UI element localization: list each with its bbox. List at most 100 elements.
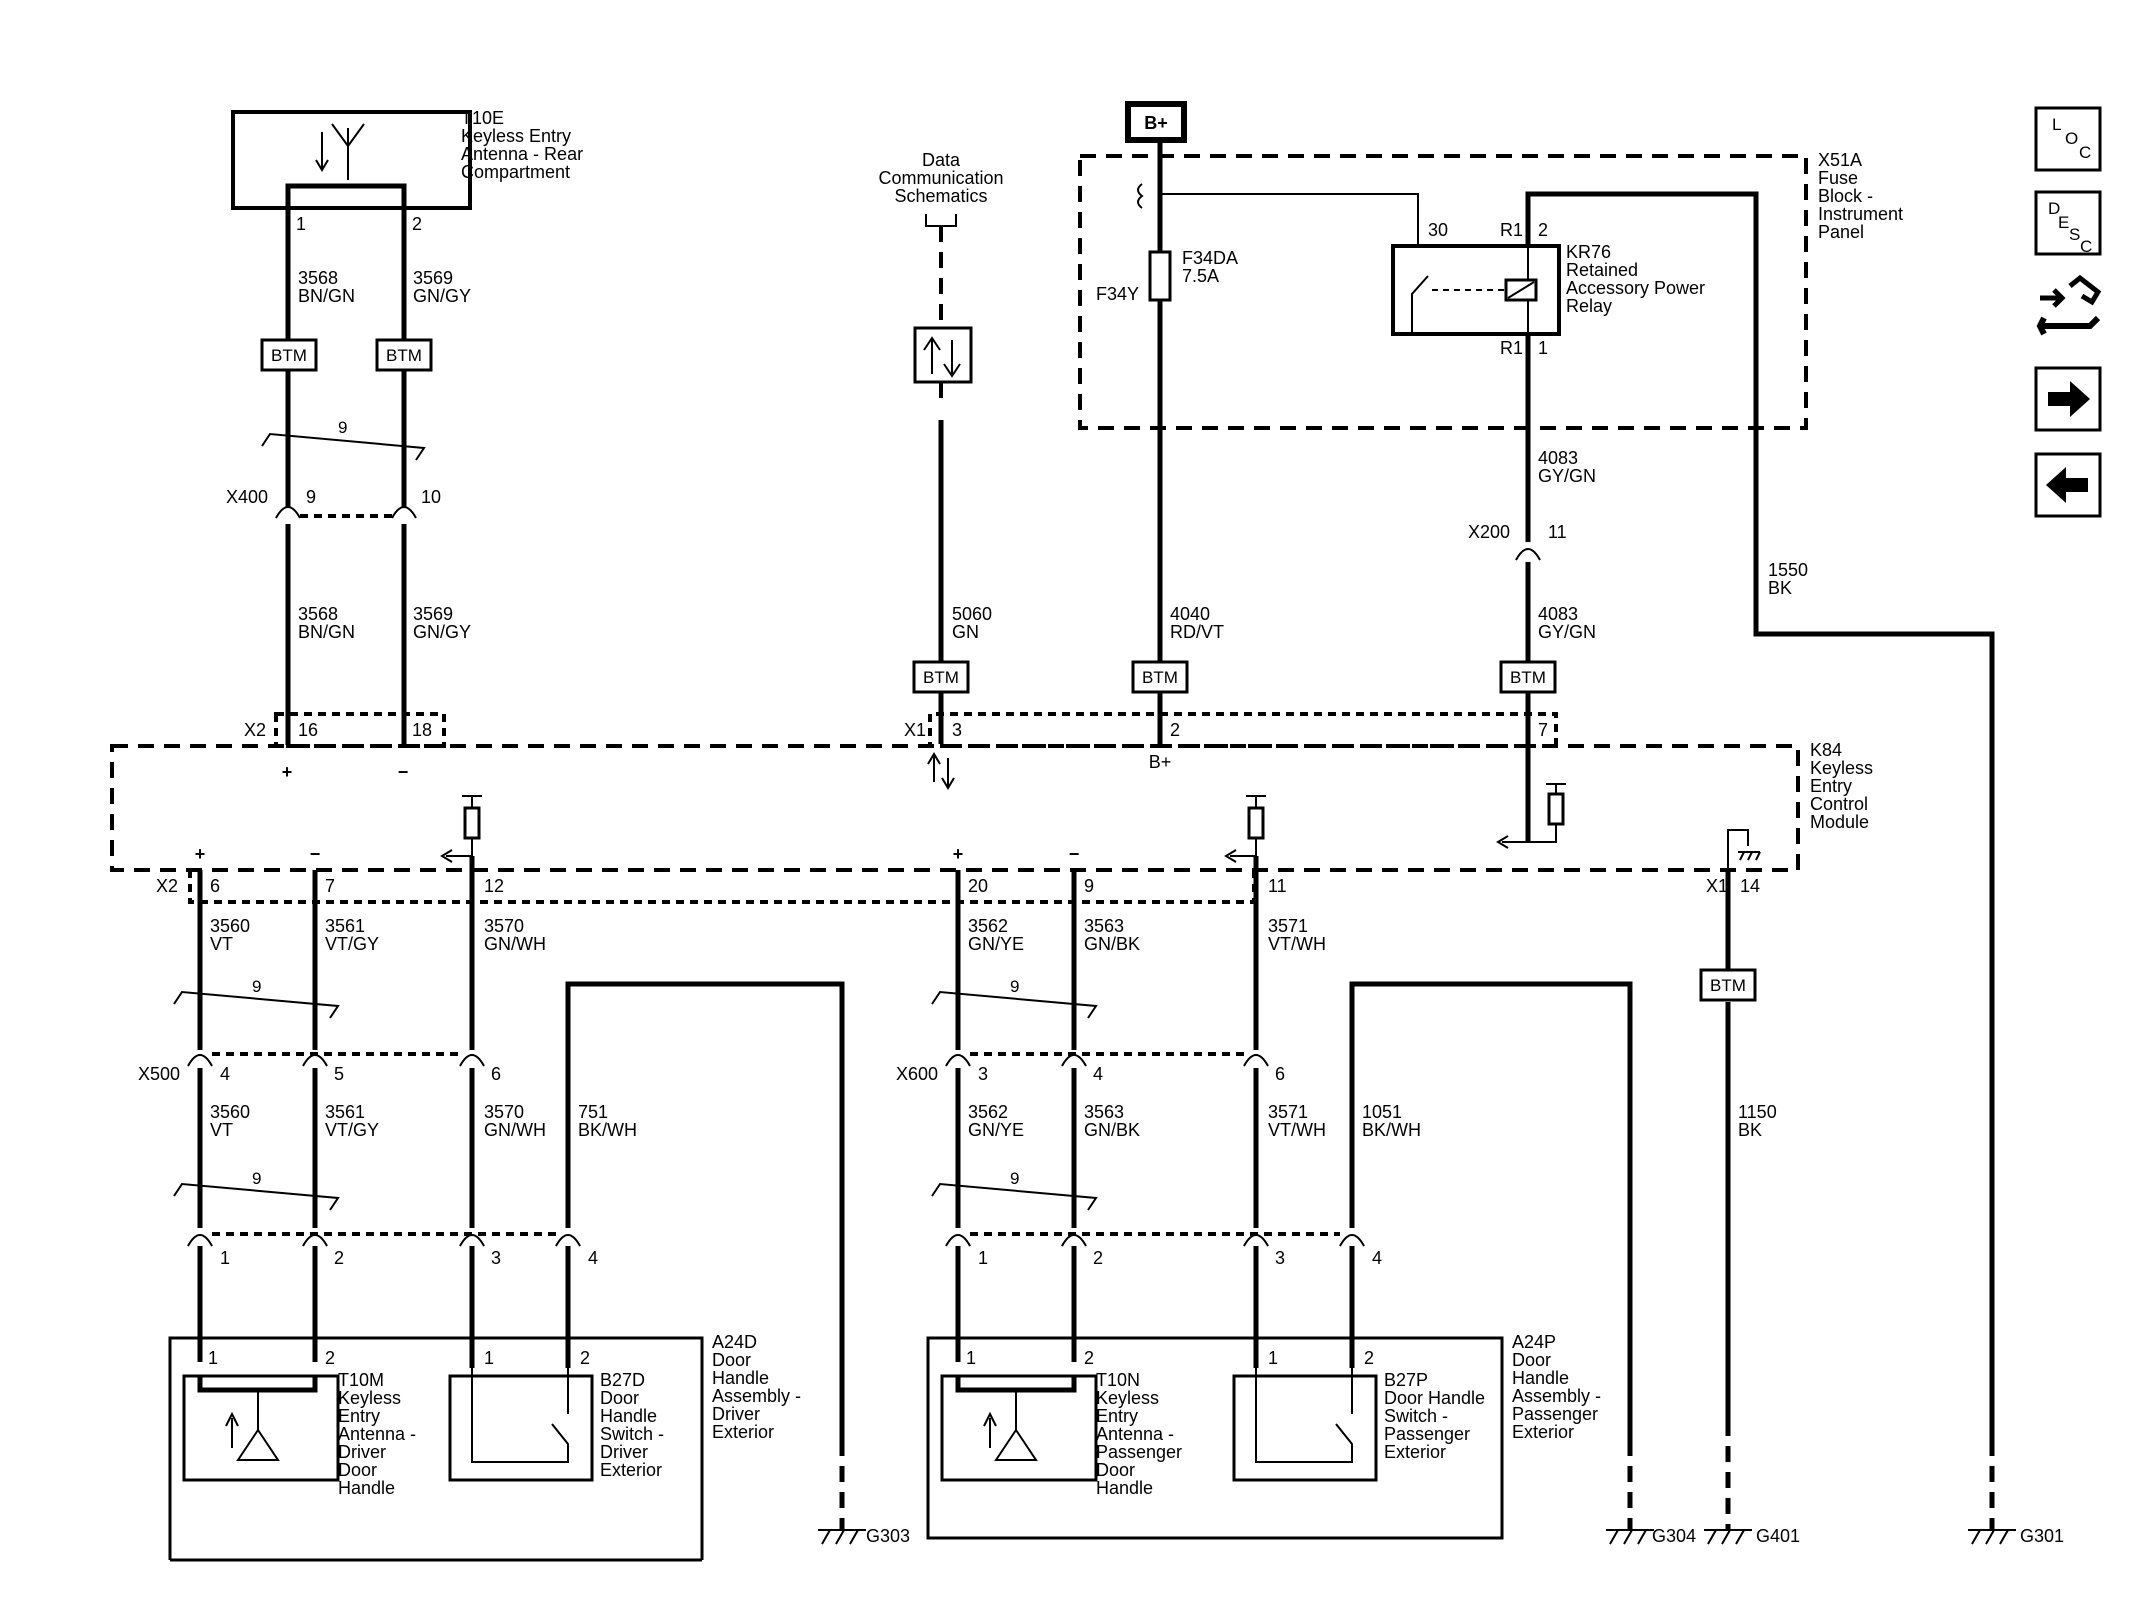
connector-x400: X400 <box>226 487 268 507</box>
b27p-pin-1: 1 <box>1268 1348 1278 1368</box>
wire-3563-color: GN/BK <box>1084 934 1140 954</box>
b27p-label-2: Door Handle <box>1384 1388 1485 1408</box>
t10m-label-2: Keyless <box>338 1388 401 1408</box>
wire-3563-number: 3563 <box>1084 916 1124 936</box>
k84-module-outline <box>110 744 1800 872</box>
twisted-pair-marker <box>931 1182 1098 1211</box>
serial-data-icon <box>927 752 955 790</box>
a24d-label-3: Handle <box>712 1368 769 1388</box>
x2-x1-lower-connector <box>188 870 1256 904</box>
desc-button[interactable]: D E S C <box>2034 190 2102 256</box>
relay-pin-2: 2 <box>1538 220 1548 240</box>
k84-label-5: Module <box>1810 812 1869 832</box>
wire-3560-color: VT <box>210 934 233 954</box>
data-communication-link-icon[interactable] <box>913 326 973 384</box>
b27d-label-3: Handle <box>600 1406 657 1426</box>
next-page-button[interactable] <box>2034 366 2102 432</box>
previous-page-button[interactable] <box>2034 452 2102 518</box>
x500-pin-4: 4 <box>220 1064 230 1084</box>
relay-pin-1: 1 <box>1538 338 1548 358</box>
a24d-label-2: Door <box>712 1350 751 1370</box>
k84-label-2: Keyless <box>1810 758 1873 778</box>
b27d-label-4: Switch - <box>600 1424 664 1444</box>
connector-x600: X600 <box>896 1064 938 1084</box>
a24p-label-2: Door <box>1512 1350 1551 1370</box>
x1-pin-3: 3 <box>952 720 962 740</box>
a24p-assembly-outline <box>926 1336 1504 1540</box>
t10n-pin-1: 1 <box>966 1348 976 1368</box>
driver-harness-connector-shells <box>187 1234 581 1247</box>
svg-text:BTM: BTM <box>1142 668 1178 687</box>
loc-button-frame[interactable] <box>2034 106 2102 172</box>
a24p-label-6: Exterior <box>1512 1422 1574 1442</box>
previous-page-arrow-icon <box>2046 467 2088 503</box>
twist-count: 9 <box>1010 977 1019 996</box>
x2-upper-connector <box>274 712 446 748</box>
x2-pin-11: 11 <box>1268 876 1287 896</box>
relay-r1-top: R1 <box>1500 220 1523 240</box>
harness-pin-4: 4 <box>588 1248 598 1268</box>
twist-count: 9 <box>338 418 347 437</box>
b27d-pin-2: 2 <box>580 1348 590 1368</box>
wire-3560-number-lower: 3560 <box>210 1102 250 1122</box>
t10n-label-1: T10N <box>1096 1370 1140 1390</box>
x1-pin-2: 2 <box>1170 720 1180 740</box>
wire-3571-color: VT/WH <box>1268 934 1326 954</box>
wire-3569-number-lower: 3569 <box>413 604 453 624</box>
harness-pin-2: 2 <box>334 1248 344 1268</box>
fuse-f34da-label: F34DA <box>1182 248 1238 268</box>
t10n-label-7: Handle <box>1096 1478 1153 1498</box>
wire-1150-number: 1150 <box>1738 1102 1777 1122</box>
x2-pin-6: 6 <box>210 876 220 896</box>
a24p-label-5: Passenger <box>1512 1404 1598 1424</box>
t10m-label-4: Antenna - <box>338 1424 416 1444</box>
connector-x2-upper: X2 <box>244 720 266 740</box>
b27d-pin-1: 1 <box>484 1348 494 1368</box>
k84-bplus-input: B+ <box>1149 752 1172 772</box>
t10n-label-5: Passenger <box>1096 1442 1182 1462</box>
x2-pin-7: 7 <box>325 876 335 896</box>
t10m-label-5: Driver <box>338 1442 386 1462</box>
relay-pin-30: 30 <box>1428 220 1448 240</box>
t10n-label-3: Entry <box>1096 1406 1138 1426</box>
x51a-label-2: Fuse <box>1818 168 1858 188</box>
x500-pin-5: 5 <box>334 1064 344 1084</box>
antenna-icon <box>236 1390 280 1461</box>
wire-3562-number: 3562 <box>968 916 1008 936</box>
wire-3560-number: 3560 <box>210 916 250 936</box>
b27d-label-2: Door <box>600 1388 639 1408</box>
kr76-relay <box>1391 244 1561 336</box>
battery-positive-terminal: B+ <box>1125 101 1187 143</box>
wire-3568-number: 3568 <box>298 268 338 288</box>
kr76-label-4: Relay <box>1566 296 1612 316</box>
twist-count: 9 <box>1010 1169 1019 1188</box>
x2-pin-16: 16 <box>298 720 318 740</box>
b27p-door-handle-switch <box>1232 1368 1378 1482</box>
loc-button[interactable]: L O C <box>2034 106 2102 172</box>
polarity-minus: − <box>398 762 409 782</box>
desc-button-frame[interactable] <box>2034 190 2102 256</box>
connector-view-icon[interactable] <box>2036 274 2102 336</box>
wire-4083-number: 4083 <box>1538 448 1578 468</box>
wire-4040-number: 4040 <box>1170 604 1210 624</box>
polarity-minus: − <box>1069 844 1080 864</box>
a24p-label-1: A24P <box>1512 1332 1556 1352</box>
harness-pin-4: 4 <box>1372 1248 1382 1268</box>
ground-g301-label: G301 <box>2020 1526 2064 1546</box>
t10e-antenna-component: T10E Keyless Entry Antenna - Rear Compar… <box>231 108 583 210</box>
k84-label-3: Entry <box>1810 776 1852 796</box>
ground-g304-icon <box>1606 1529 1654 1545</box>
wire-1051-color: BK/WH <box>1362 1120 1421 1140</box>
data-comm-label-3: Schematics <box>894 186 987 206</box>
svg-text:BTM: BTM <box>923 668 959 687</box>
desc-letter-s: S <box>2069 225 2080 244</box>
a24d-label-6: Exterior <box>712 1422 774 1442</box>
wire-3563-number-lower: 3563 <box>1084 1102 1124 1122</box>
connector-x500: X500 <box>138 1064 180 1084</box>
x600-connector-shells <box>945 1054 1269 1067</box>
t10m-label-7: Handle <box>338 1478 395 1498</box>
wire-4083-number-lower: 4083 <box>1538 604 1578 624</box>
connector-x1-upper: X1 <box>904 720 926 740</box>
t10e-label-line4: Compartment <box>461 162 570 182</box>
next-page-arrow-icon <box>2048 381 2090 417</box>
